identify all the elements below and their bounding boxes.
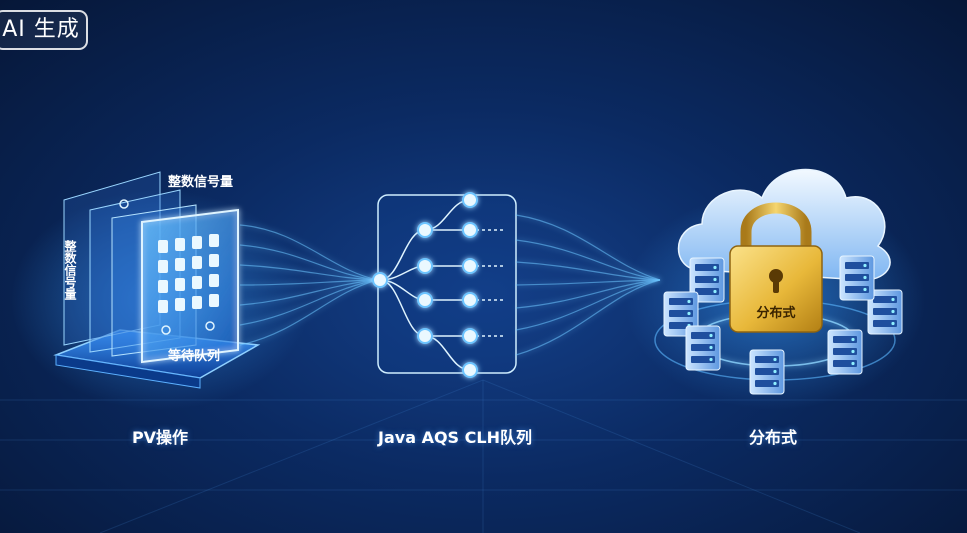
semaphore-side-label: 整数信号量 — [63, 239, 77, 300]
server-icon — [749, 349, 785, 395]
ai-generated-badge: AI 生成 — [0, 10, 88, 50]
server-icon — [839, 255, 875, 301]
distributed-lock-scene: 分布式 — [654, 168, 903, 395]
queue-nodes — [372, 192, 478, 378]
panel-front — [141, 208, 239, 364]
light-stream-left — [239, 224, 379, 346]
queue-frame — [377, 194, 517, 374]
caption-pv-operation: PV操作 — [131, 428, 189, 447]
lock-label: 分布式 — [756, 305, 795, 321]
server-icon — [827, 329, 863, 375]
server-icon — [663, 291, 699, 337]
server-icon — [689, 257, 725, 303]
caption-distributed: 分布式 — [748, 428, 797, 447]
floor-grid — [0, 379, 967, 533]
server-group — [663, 255, 903, 395]
server-icon — [685, 325, 721, 371]
server-icon — [867, 289, 903, 335]
light-stream-right — [515, 214, 661, 356]
padlock-icon — [729, 202, 823, 333]
caption-clh-queue: Java AQS CLH队列 — [378, 428, 532, 447]
semaphore-grid — [158, 234, 219, 313]
clh-queue-tree-icon — [372, 192, 517, 378]
panel-base-edge — [55, 354, 201, 389]
semaphore-panel-icon — [53, 171, 261, 389]
semaphore-top-label: 整数信号量 — [167, 174, 233, 190]
wait-queue-label: 等待队列 — [167, 348, 220, 364]
